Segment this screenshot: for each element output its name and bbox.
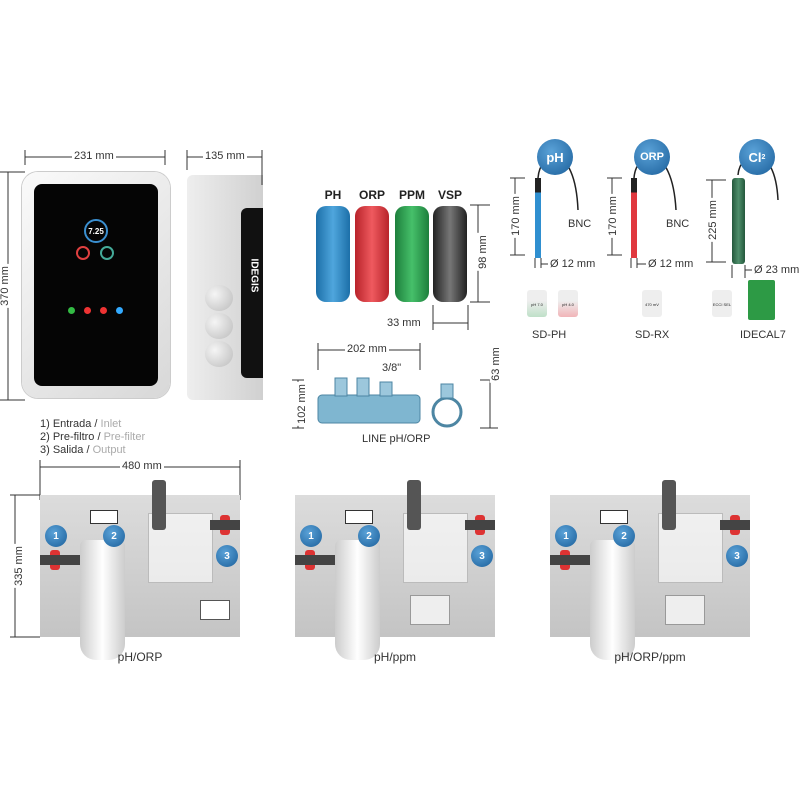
filter-housing [590, 540, 635, 660]
probe-holder [152, 480, 166, 530]
button-blue[interactable] [116, 307, 123, 314]
sensor-label-ph: PH [324, 188, 342, 202]
controller-front: 7.25 [22, 172, 170, 398]
probe-ph [535, 178, 541, 258]
legend-item: 1) Entrada / Inlet [40, 418, 122, 430]
bottle-ph7: pH 7.0 [527, 290, 547, 317]
button-green[interactable] [68, 307, 75, 314]
controller-height-label: 370 mm [0, 264, 11, 308]
screen-gauge-green [100, 246, 114, 260]
sensor-pod-ppm [395, 206, 429, 302]
controller-depth-label: 135 mm [203, 150, 247, 162]
pipe-inlet [40, 555, 80, 565]
marker-2: 2 [103, 525, 125, 547]
panel-1: 1 2 3 pH/ORP [40, 480, 240, 664]
marker-1: 1 [555, 525, 577, 547]
line-thread-label: 3/8" [380, 362, 404, 374]
sensor-pod-vsp [433, 206, 467, 302]
sensor-label-vsp: VSP [437, 188, 462, 202]
filter-housing [335, 540, 380, 660]
sensor-height-label: 98 mm [476, 233, 489, 271]
button-red[interactable] [84, 307, 91, 314]
pipe-inlet [295, 555, 335, 565]
probe-ph-diameter: Ø 12 mm [548, 258, 598, 270]
probe-ph-connector: BNC [566, 218, 594, 230]
controller-screen: 7.25 [34, 184, 158, 386]
sensor-width-label: 33 mm [385, 317, 423, 329]
badge-orp: ORP [634, 139, 670, 175]
cable-gland [205, 285, 233, 311]
calibration-board [748, 280, 775, 320]
badge-ph: pH [537, 139, 573, 175]
cable-gland [205, 341, 233, 367]
line-ring-label: 63 mm [489, 345, 502, 383]
pipe-outlet [210, 520, 240, 530]
probe-cl2-length: 225 mm [706, 198, 719, 242]
cell-box [665, 595, 705, 625]
screen-gauge-red [76, 246, 90, 260]
pipe-inlet [550, 555, 590, 565]
marker-2: 2 [613, 525, 635, 547]
legend: 1) Entrada / Inlet 2) Pre-filtro / Pre-f… [40, 418, 145, 457]
probe-holder [662, 480, 676, 530]
line-title: LINE pH/ORP [362, 433, 431, 445]
marker-1: 1 [300, 525, 322, 547]
bottle-ph4: pH 4.0 [558, 290, 578, 317]
kit-sd-ph: SD-PH [532, 329, 567, 341]
probe-orp-connector: BNC [664, 218, 692, 230]
panel-height-label: 335 mm [12, 544, 25, 588]
probe-cl2-diameter: Ø 23 mm [752, 264, 800, 276]
sensor-pod-ph [316, 206, 350, 302]
side-black-panel [241, 208, 263, 378]
panel-name: pH/ppm [373, 650, 417, 664]
bottle-470mv: 470 mV [642, 290, 662, 317]
probe-holder [407, 480, 421, 530]
probe-orp [631, 178, 637, 258]
probe-orp-diameter: Ø 12 mm [646, 258, 696, 270]
label-sticker [345, 510, 373, 524]
marker-2: 2 [358, 525, 380, 547]
controller-side: IDEGIS [187, 175, 263, 400]
legend-item: 3) Salida / Output [40, 444, 126, 456]
legend-item: 2) Pre-filtro / Pre-filter [40, 431, 146, 443]
marker-3: 3 [471, 545, 493, 567]
marker-3: 3 [726, 545, 748, 567]
panel-name: pH/ORP/ppm [614, 650, 686, 664]
info-sticker [200, 600, 230, 620]
pipe-outlet [720, 520, 750, 530]
line-length-label: 202 mm [345, 343, 389, 355]
marker-1: 1 [45, 525, 67, 547]
kit-sd-rx: SD-RX [635, 329, 670, 341]
probe-cl2 [732, 178, 745, 264]
cable-gland [205, 313, 233, 339]
label-sticker [600, 510, 628, 524]
panel-name: pH/ORP [117, 650, 163, 664]
panel-width-label: 480 mm [120, 460, 164, 472]
label-sticker [90, 510, 118, 524]
panel-2: 1 2 3 pH/ppm [295, 480, 495, 664]
probe-ph-length: 170 mm [509, 194, 522, 238]
bottle-ecci: ECCI SEL [712, 290, 732, 317]
screen-gauge: 7.25 [84, 219, 108, 243]
panel-3: 1 2 3 pH/ORP/ppm [550, 480, 750, 664]
kit-idecal7: IDECAL7 [740, 329, 786, 341]
button-red[interactable] [100, 307, 107, 314]
line-height-label: 102 mm [295, 382, 308, 426]
sensor-pod-orp [355, 206, 389, 302]
pipe-outlet [465, 520, 495, 530]
controller-width-label: 231 mm [72, 150, 116, 162]
filter-housing [80, 540, 125, 660]
cell-box [410, 595, 450, 625]
sensor-label-ppm: PPM [398, 188, 425, 202]
sensor-label-orp: ORP [358, 188, 385, 202]
probe-orp-length: 170 mm [606, 194, 619, 238]
marker-3: 3 [216, 545, 238, 567]
